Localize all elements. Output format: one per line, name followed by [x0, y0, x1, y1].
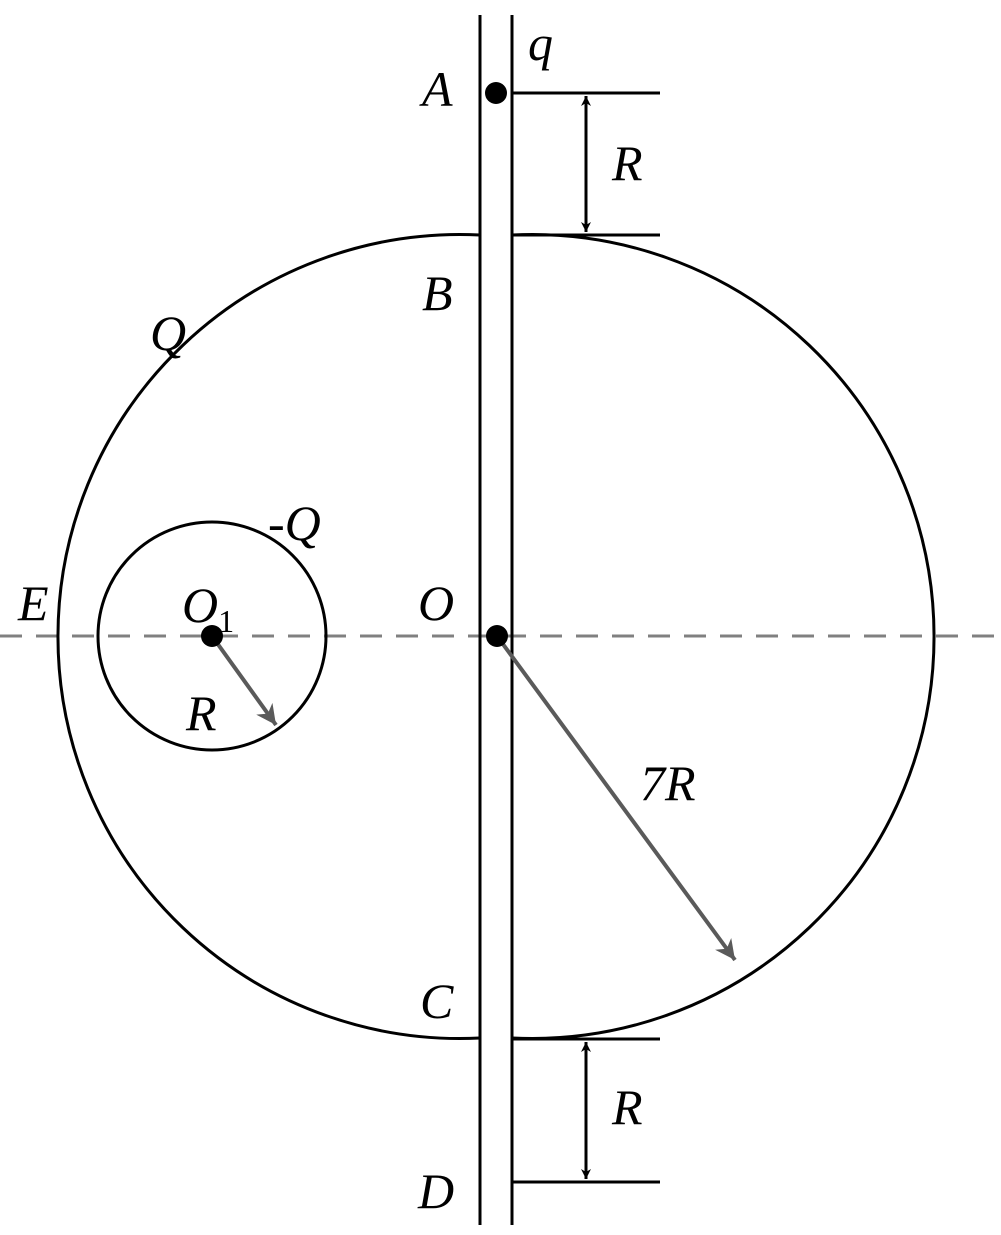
label-q-charge: q	[528, 15, 553, 71]
center-o-dot	[486, 625, 508, 647]
label-small-radius: R	[185, 685, 217, 741]
big-sphere-outline	[511, 233, 936, 1040]
label-d: D	[417, 1163, 454, 1219]
label-o1: O1	[182, 577, 234, 639]
small-sphere-outline	[96, 520, 328, 752]
small-radius-arrow	[210, 634, 278, 727]
center-o1-dot	[201, 625, 223, 647]
label-gap-top: R	[611, 135, 643, 191]
label-b: B	[422, 265, 453, 321]
label-e: E	[17, 575, 49, 631]
big-sphere-outline-left	[56, 233, 481, 1040]
label-o1-main: O	[182, 577, 218, 633]
label-c: C	[420, 973, 454, 1029]
label-o: O	[418, 575, 454, 631]
label-o1-subscript: 1	[218, 603, 234, 639]
label-big-charge: Q	[150, 305, 186, 361]
charge-q-dot	[485, 82, 507, 104]
label-big-radius: 7R	[640, 755, 696, 811]
big-radius-arrow	[495, 634, 737, 962]
label-small-charge: -Q	[268, 495, 321, 551]
label-a: A	[419, 61, 453, 117]
label-gap-bottom: R	[611, 1079, 643, 1135]
